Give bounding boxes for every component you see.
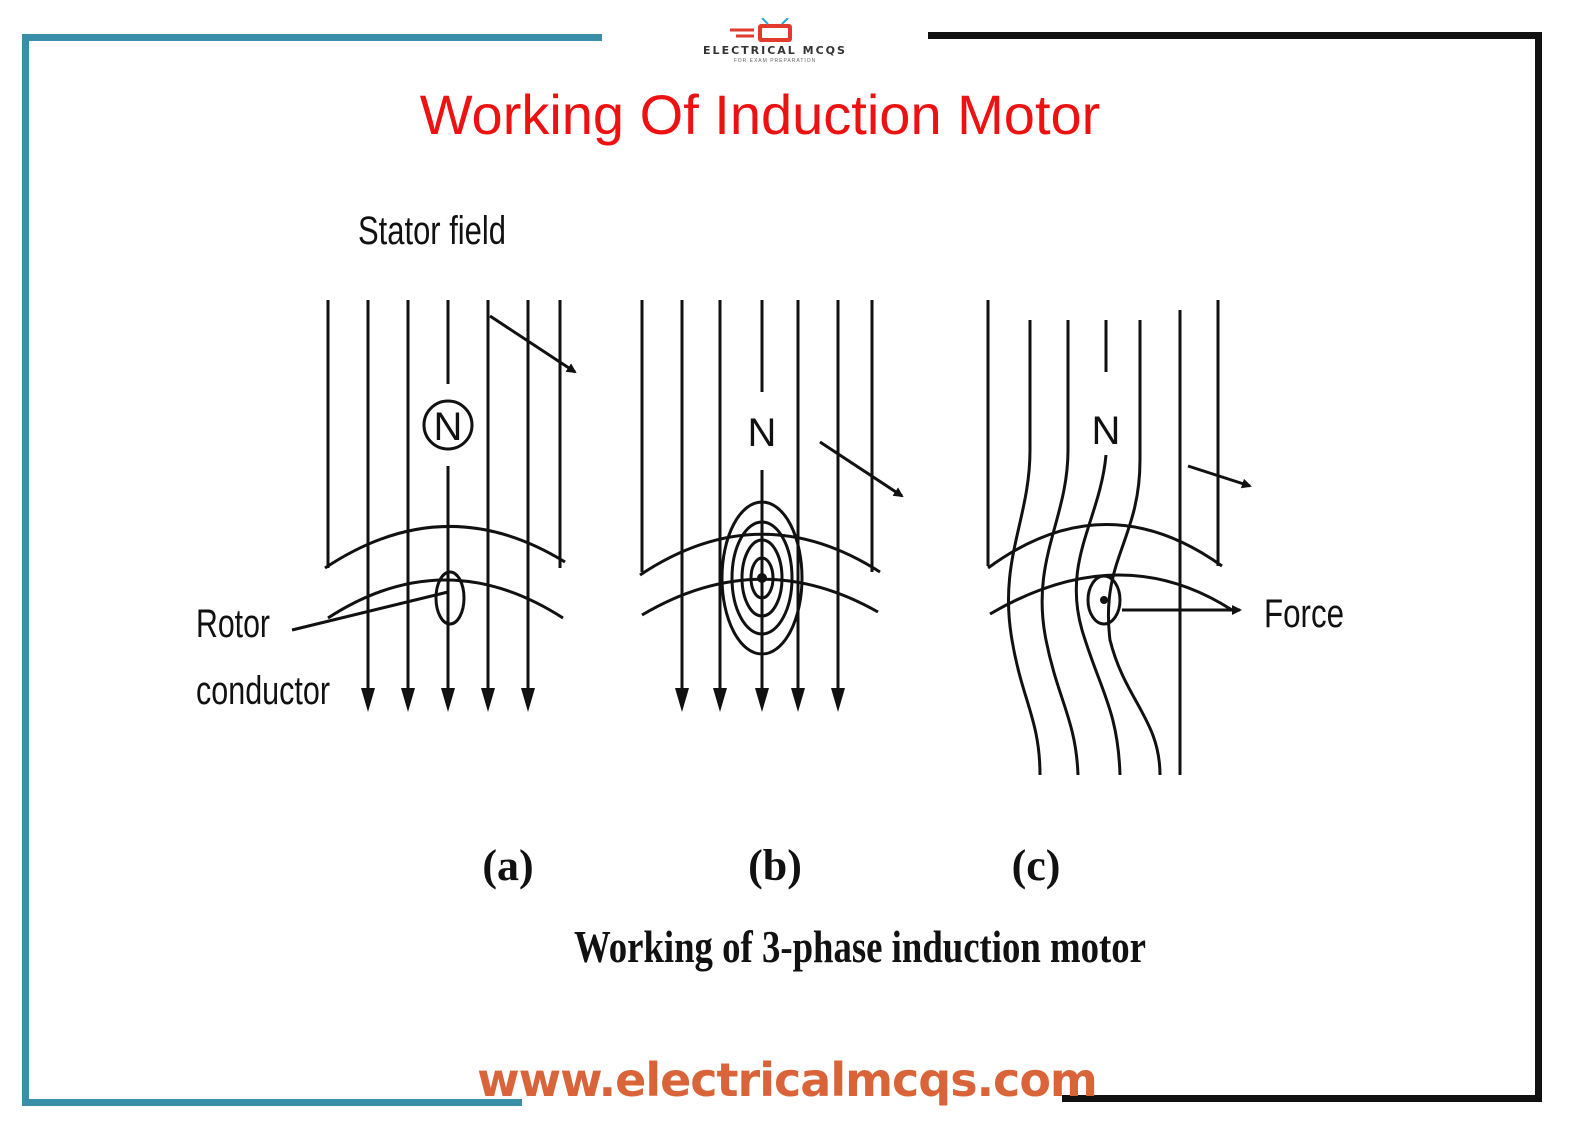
panel-c-drawing bbox=[986, 300, 1252, 776]
force-label: Force bbox=[1264, 592, 1344, 636]
pole-label-b: N bbox=[748, 411, 777, 455]
page-title: Working Of Induction Motor bbox=[419, 83, 1101, 146]
frame-top-left bbox=[22, 34, 602, 41]
frame-bottom-right bbox=[1062, 1095, 1542, 1102]
frame-right bbox=[1535, 32, 1542, 1102]
diagram-caption: Working of 3-phase induction motor bbox=[574, 921, 1146, 972]
panel-label-c: (c) bbox=[1012, 841, 1061, 890]
logo-subtext: FOR EXAM PREPARATION bbox=[733, 58, 817, 64]
rotor-label-line2: conductor bbox=[196, 669, 330, 713]
panel-a-drawing bbox=[291, 300, 577, 688]
pole-label-c: N bbox=[1092, 409, 1121, 453]
frame-bottom-left bbox=[22, 1099, 522, 1106]
pole-label-a: N bbox=[434, 405, 463, 449]
tv-icon bbox=[730, 18, 792, 42]
logo: ELECTRICAL MCQS FOR EXAM PREPARATION bbox=[640, 18, 910, 66]
frame-top-right bbox=[928, 32, 1542, 39]
panel-b-drawing bbox=[639, 300, 904, 688]
panel-label-a: (a) bbox=[482, 841, 533, 890]
rotor-label-line1: Rotor bbox=[196, 602, 270, 646]
panel-b-arrowheads bbox=[675, 573, 845, 712]
website-url[interactable]: www.electricalmcqs.com bbox=[477, 1053, 1098, 1107]
logo-text: ELECTRICAL MCQS bbox=[703, 44, 847, 57]
panel-label-b: (b) bbox=[748, 841, 802, 890]
panel-a-arrowheads bbox=[361, 688, 535, 712]
panel-c-conductor-dot bbox=[1100, 596, 1108, 604]
stator-field-label: Stator field bbox=[358, 209, 506, 253]
frame-left bbox=[22, 34, 29, 1106]
